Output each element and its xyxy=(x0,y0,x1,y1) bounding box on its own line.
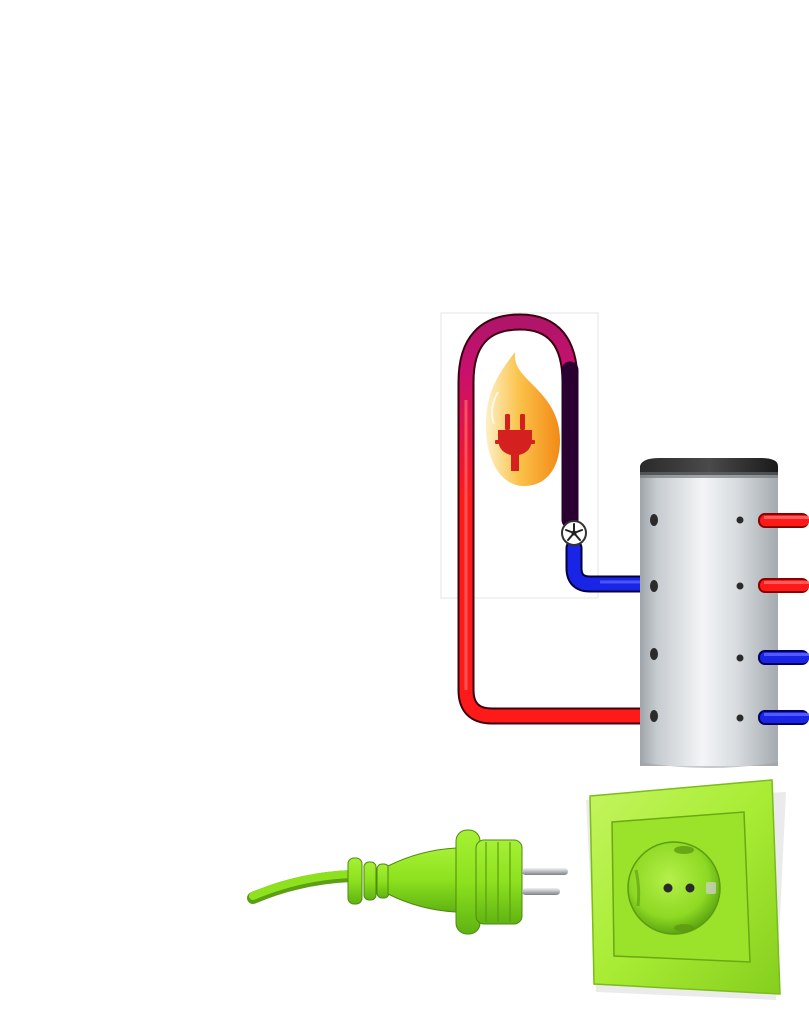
plug-pin-top xyxy=(522,868,568,875)
plug-pin-bottom xyxy=(522,888,560,895)
wall-socket xyxy=(586,779,786,1000)
outlet-pipes xyxy=(758,513,809,725)
outlet-pipe-hot-2 xyxy=(758,578,809,593)
socket-hole-left xyxy=(663,883,673,893)
tank-right-ports xyxy=(736,516,744,722)
supply-pipe xyxy=(457,313,659,725)
outlet-pipe-hot-1 xyxy=(758,513,809,528)
socket-hole-right xyxy=(685,883,695,893)
flame-with-plug-icon xyxy=(485,352,560,486)
buffer-tank xyxy=(640,458,778,768)
tank-lid xyxy=(640,458,778,475)
circulation-pump-icon xyxy=(561,520,587,546)
electric-plug-icon xyxy=(495,414,535,471)
socket-face xyxy=(627,841,721,935)
return-pipe xyxy=(561,361,659,593)
heat-source-frame xyxy=(440,312,599,599)
power-plug xyxy=(247,829,568,935)
outlet-pipe-cold-1 xyxy=(758,650,809,665)
outlet-pipe-cold-2 xyxy=(758,710,809,725)
tank-left-ports xyxy=(650,514,658,722)
